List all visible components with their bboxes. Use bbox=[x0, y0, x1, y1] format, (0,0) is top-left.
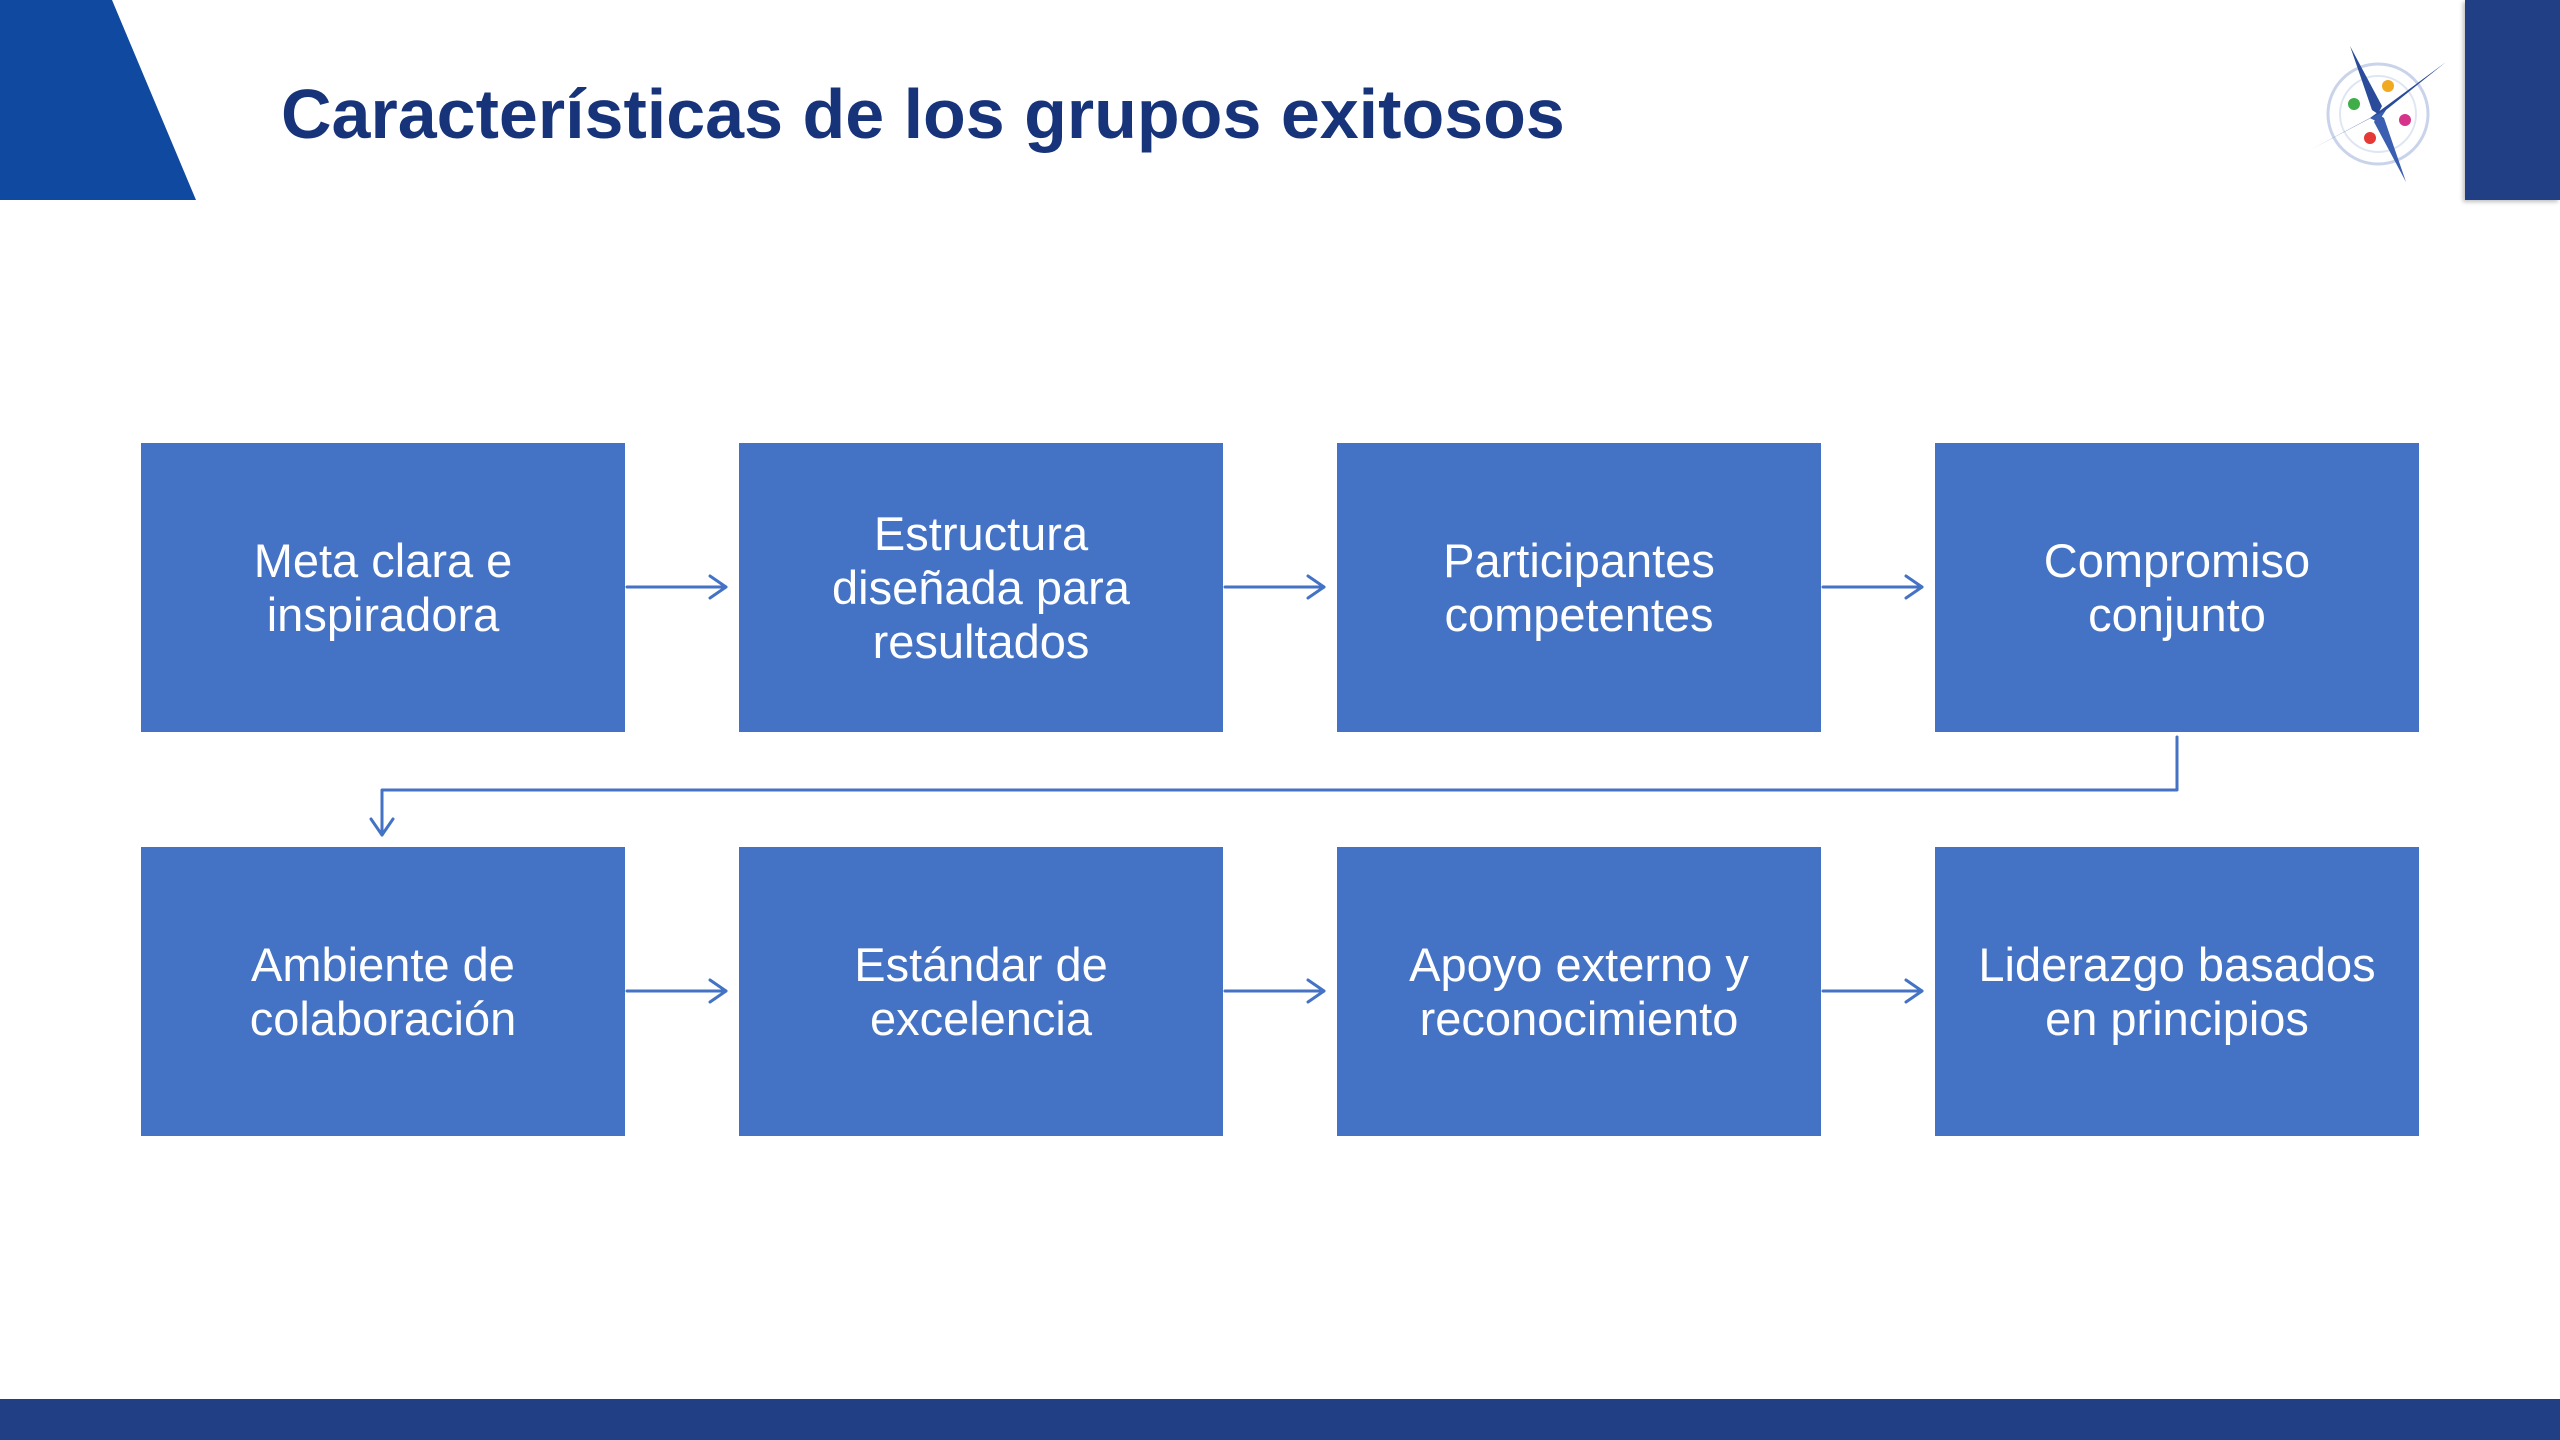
step-label: Participantes competentes bbox=[1443, 533, 1715, 641]
step-label: Meta clara e inspiradora bbox=[253, 533, 513, 641]
process-step-meta-clara: Meta clara e inspiradora bbox=[141, 443, 625, 732]
connector-arrow-6-7 bbox=[1223, 978, 1326, 1004]
process-step-participantes: Participantes competentes bbox=[1337, 443, 1821, 732]
connector-arrow-1-2 bbox=[625, 574, 728, 600]
process-step-liderazgo: Liderazgo basados en principios bbox=[1935, 847, 2419, 1136]
process-step-estandar: Estándar de excelencia bbox=[739, 847, 1223, 1136]
slide-title: Características de los grupos exitosos bbox=[281, 75, 1565, 153]
process-step-apoyo: Apoyo externo y reconocimiento bbox=[1337, 847, 1821, 1136]
connector-arrow-7-8 bbox=[1821, 978, 1924, 1004]
step-label: Estructura diseñada para resultados bbox=[832, 506, 1130, 668]
corner-decoration-left bbox=[0, 0, 196, 200]
connector-arrow-2-3 bbox=[1223, 574, 1326, 600]
connector-arrow-5-6 bbox=[625, 978, 728, 1004]
process-step-compromiso: Compromiso conjunto bbox=[1935, 443, 2419, 732]
process-step-ambiente: Ambiente de colaboración bbox=[141, 847, 625, 1136]
corner-decoration-right bbox=[2465, 0, 2560, 200]
step-label: Apoyo externo y reconocimiento bbox=[1409, 937, 1749, 1045]
connector-elbow-4-5 bbox=[369, 735, 2179, 837]
step-label: Ambiente de colaboración bbox=[249, 937, 517, 1045]
process-step-estructura: Estructura diseñada para resultados bbox=[739, 443, 1223, 732]
step-label: Compromiso conjunto bbox=[2043, 533, 2311, 641]
compass-star-icon bbox=[2310, 46, 2446, 182]
step-label: Estándar de excelencia bbox=[854, 937, 1108, 1045]
connector-arrow-3-4 bbox=[1821, 574, 1924, 600]
footer-bar bbox=[0, 1399, 2560, 1440]
step-label: Liderazgo basados en principios bbox=[1978, 937, 2376, 1045]
